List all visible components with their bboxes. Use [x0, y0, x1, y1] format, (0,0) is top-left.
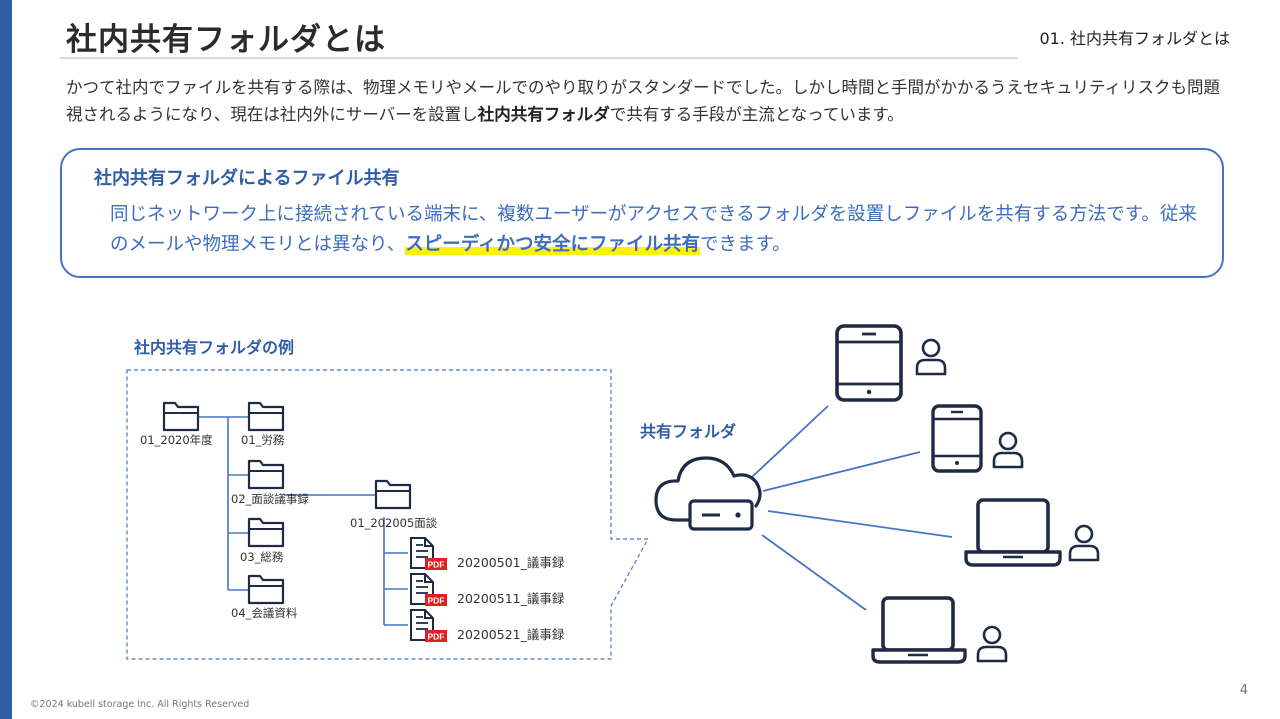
pdf-file-icon — [410, 609, 448, 643]
callout-text-end: できます。 — [699, 234, 791, 255]
user-icon — [1068, 524, 1100, 562]
definition-callout: 社内共有フォルダによるファイル共有 同じネットワーク上に接続されている端末に、複… — [60, 148, 1224, 278]
file-label: 20200521_議事録 — [457, 627, 565, 642]
cloud-server-icon — [654, 456, 762, 531]
callout-body: 同じネットワーク上に接続されている端末に、複数ユーザーがアクセスできるフォルダを… — [110, 200, 1210, 260]
sidebar-accent-bar — [0, 0, 12, 719]
laptop-icon — [871, 596, 967, 664]
title-divider — [60, 57, 1018, 59]
tablet-icon — [835, 324, 903, 402]
intro-paragraph: かつて社内でファイルを共有する際は、物理メモリやメールでのやり取りがスタンダード… — [66, 74, 1226, 128]
laptop-icon — [964, 498, 1062, 567]
user-icon — [992, 431, 1024, 469]
folder-icon — [247, 459, 285, 490]
file-label: 20200501_議事録 — [457, 555, 565, 570]
folder-label: 04_会議資料 — [231, 606, 298, 620]
callout-highlight: スピーディかつ安全にファイル共有 — [405, 234, 700, 255]
intro-text-start: かつて社内でファイルを共有する際は、物理メモリやメールでのやり取りがスタンダード… — [66, 78, 1221, 124]
subfolder-label: 01_202005面談 — [350, 516, 438, 530]
tree-connectors — [198, 416, 408, 626]
example-frame — [126, 369, 650, 660]
folder-icon — [247, 401, 285, 432]
folder-icon — [247, 574, 285, 605]
callout-heading: 社内共有フォルダによるファイル共有 — [94, 168, 400, 189]
smartphone-icon — [931, 404, 983, 473]
example-title: 社内共有フォルダの例 — [134, 338, 295, 357]
intro-bold-term: 社内共有フォルダ — [477, 105, 610, 124]
folder-icon — [247, 517, 285, 548]
copyright: ©2024 kubell storage Inc. All Rights Res… — [30, 699, 250, 710]
intro-text-end: で共有する手段が主流となっています。 — [609, 105, 904, 124]
user-icon — [915, 338, 947, 376]
folder-label: 01_労務 — [241, 433, 285, 447]
folder-label: 02_面談議事録 — [231, 492, 309, 506]
folder-icon — [374, 479, 412, 510]
page-title: 社内共有フォルダとは — [66, 22, 386, 58]
user-icon — [976, 625, 1008, 663]
shared-folder-label: 共有フォルダ — [640, 422, 737, 441]
pdf-file-icon — [410, 537, 448, 571]
file-label: 20200511_議事録 — [457, 591, 565, 606]
page-number: 4 — [1239, 683, 1248, 698]
callout-text-start: 同じネットワーク上に接続されている端末に、複数ユーザーがアクセスできるフォルダを… — [110, 204, 1197, 255]
network-links — [751, 405, 953, 611]
pdf-file-icon — [410, 573, 448, 607]
root-folder-label: 01_2020年度 — [140, 433, 213, 447]
folder-label: 03_総務 — [240, 550, 284, 564]
folder-icon — [162, 401, 200, 432]
section-label: 01. 社内共有フォルダとは — [1039, 29, 1230, 48]
